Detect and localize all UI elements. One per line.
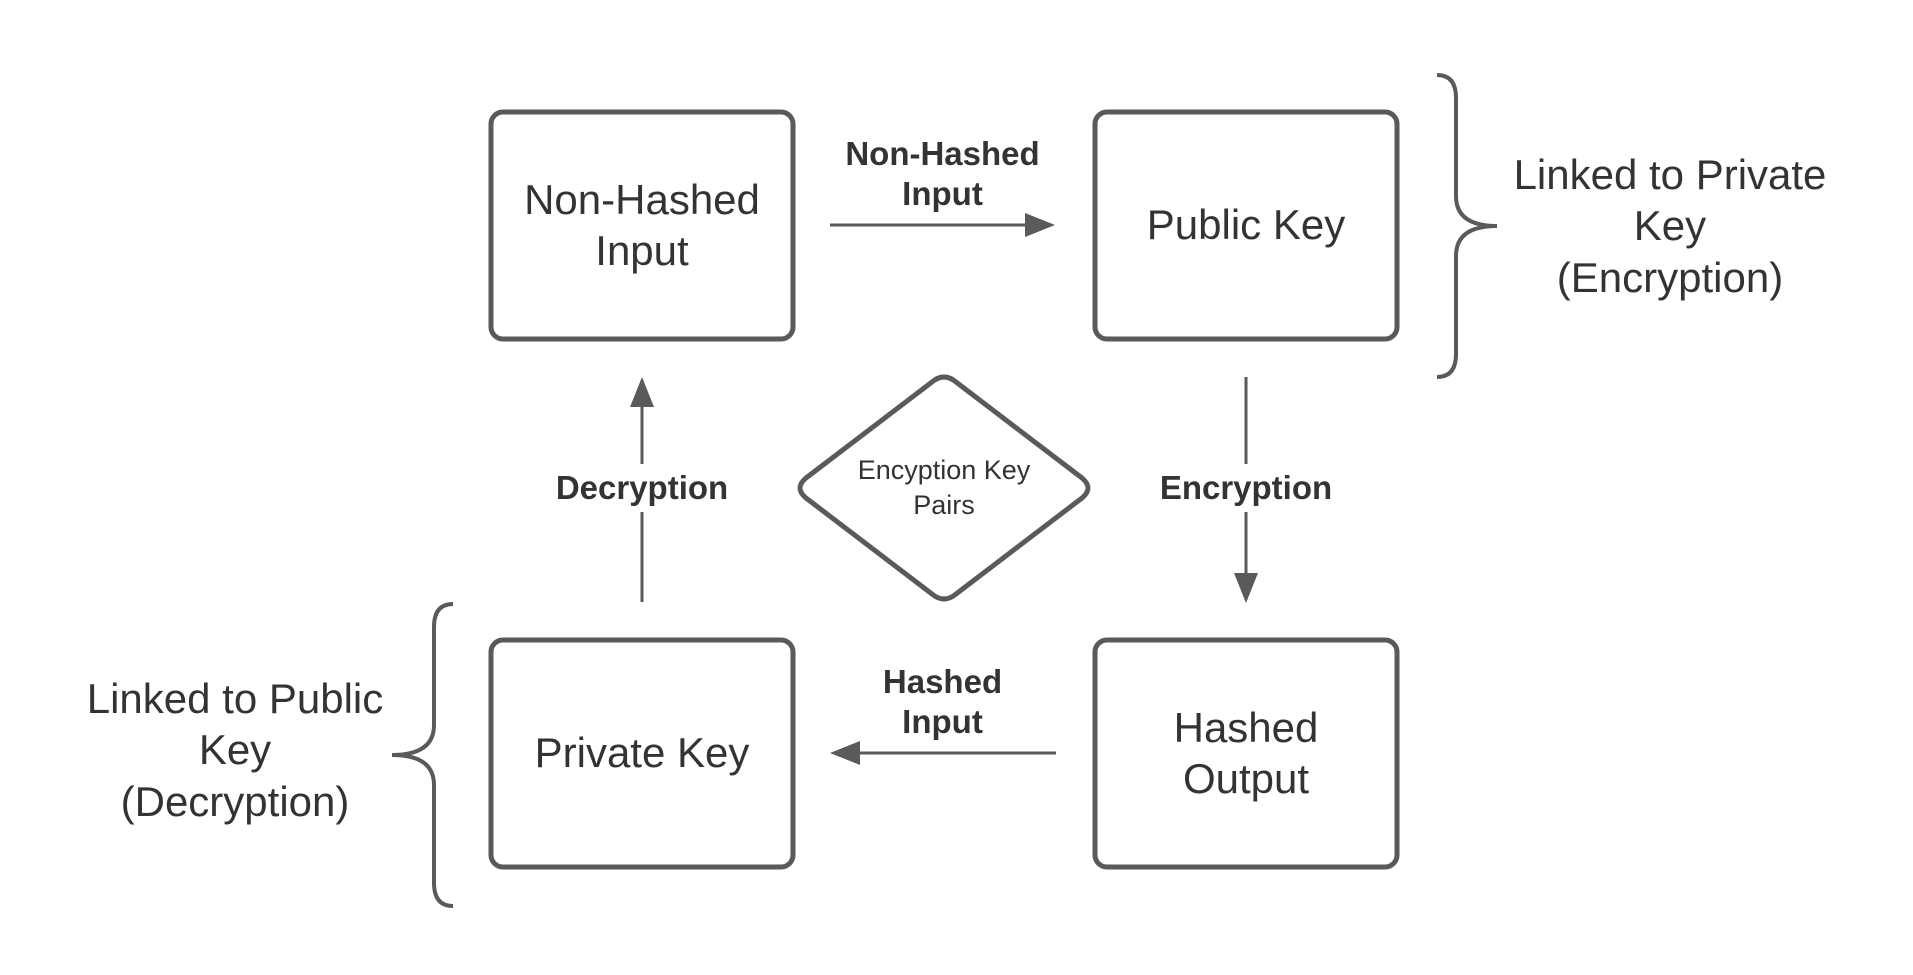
annotation-linked-to-public-key: Linked to Public Key (Decryption) (86, 675, 384, 825)
right-curly-brace (1436, 73, 1498, 379)
key-pairs-label: Encyption Key Pairs (857, 454, 1031, 520)
edge-label-encryption: Encryption (1159, 469, 1333, 507)
annotation-linked-to-private-key: Linked to Private Key (Encryption) (1513, 151, 1827, 301)
edge-label-hashed-input: Hashed Input (882, 663, 1003, 740)
edge-label-decryption: Decryption (555, 469, 729, 507)
non-hashed-input-box (488, 109, 796, 342)
private-key-label: Private Key (534, 729, 750, 777)
key-pairs-diamond (797, 374, 1091, 602)
public-key-label: Public Key (1146, 201, 1346, 249)
private-key-box (488, 637, 796, 870)
hashed-output-box (1092, 637, 1400, 870)
left-curly-brace (391, 602, 454, 908)
edge-label-non-hashed-input: Non-Hashed Input (845, 135, 1040, 212)
non-hashed-input-label: Non-Hashed Input (524, 176, 760, 274)
hashed-output-label: Hashed Output (1173, 704, 1319, 802)
public-key-box (1092, 109, 1400, 342)
